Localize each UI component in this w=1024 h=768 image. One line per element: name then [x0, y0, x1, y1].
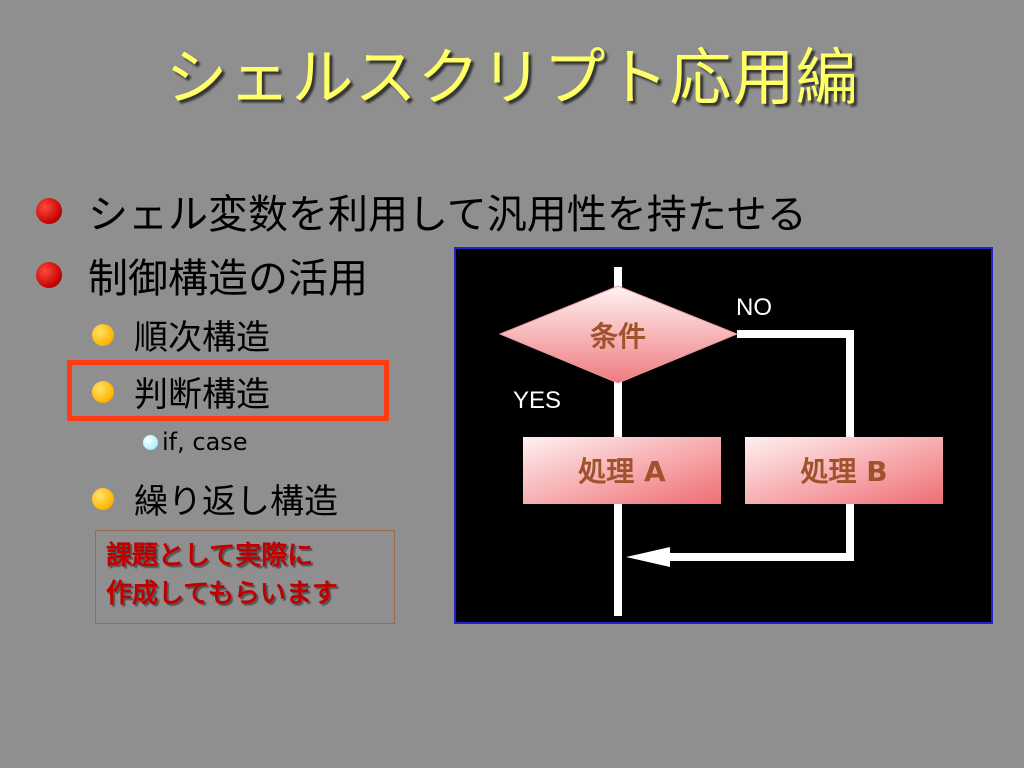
red-bullet-icon	[36, 262, 62, 288]
highlight-frame	[67, 360, 389, 421]
condition-label: 条件	[590, 320, 646, 353]
process-a-box	[523, 437, 721, 504]
bullet-text: if, case	[162, 428, 248, 456]
process-a-label: 処理 A	[578, 455, 666, 488]
orange-bullet-icon	[92, 380, 114, 403]
bullet-text: 順次構造	[134, 318, 270, 358]
sub-bullet-decision: 判断構造	[92, 367, 270, 416]
arrowhead-icon	[626, 547, 670, 567]
flowchart-panel: 条件 NO YES 処理 A 処理 B	[454, 247, 993, 624]
orange-bullet-icon	[92, 487, 114, 510]
yes-label: YES	[513, 387, 561, 414]
condition-diamond	[498, 285, 739, 384]
orange-bullet-icon	[92, 323, 114, 346]
red-bullet-icon	[36, 198, 62, 224]
bullet-text: 制御構造の活用	[88, 256, 368, 302]
assignment-note-line: 課題として実際に	[106, 541, 314, 571]
sub-sub-bullet-if-case: if, case	[143, 428, 248, 456]
bullet-item-variables: シェル変数を利用して汎用性を持たせる	[36, 182, 807, 240]
cyan-bullet-icon	[143, 434, 158, 450]
bullet-text: 判断構造	[134, 375, 270, 415]
bullet-text: 繰り返し構造	[134, 482, 338, 522]
flowchart-svg: 条件 NO YES 処理 A 処理 B	[498, 267, 943, 616]
process-b-label: 処理 B	[800, 455, 887, 488]
sub-bullet-sequential: 順次構造	[92, 310, 270, 359]
process-b-box	[745, 437, 943, 504]
bullet-item-control-structures: 制御構造の活用	[36, 246, 368, 304]
no-label: NO	[736, 294, 772, 321]
assignment-note-line: 作成してもらいます	[106, 579, 338, 609]
sub-bullet-loop: 繰り返し構造	[92, 474, 338, 523]
assignment-note: 課題として実際に 作成してもらいます	[95, 530, 395, 624]
bullet-text: シェル変数を利用して汎用性を持たせる	[88, 192, 807, 238]
slide-title: シェルスクリプト応用編	[165, 41, 859, 114]
